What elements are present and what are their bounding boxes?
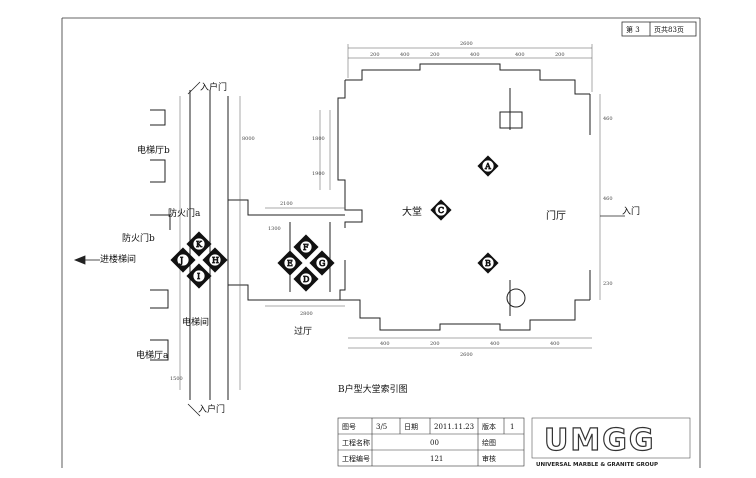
dim-mid-a: 2100 bbox=[280, 201, 293, 207]
marker-g: G bbox=[319, 259, 325, 268]
marker-i: I bbox=[197, 272, 200, 281]
dim-bot-a: 400 bbox=[380, 341, 390, 347]
label-elevator-b: 电梯厅b bbox=[137, 144, 170, 156]
tb-r1-c4: 2011.11.23 bbox=[434, 423, 474, 431]
dim-bot-d: 400 bbox=[550, 341, 560, 347]
tb-r3-c2: 121 bbox=[430, 455, 443, 463]
marker-b: B bbox=[485, 259, 491, 268]
dim-bot-total: 2600 bbox=[460, 352, 473, 358]
marker-a: A bbox=[484, 162, 491, 171]
drawing-frame bbox=[61, 17, 701, 468]
marker-e: E bbox=[287, 259, 293, 268]
logo-mark: UMGG bbox=[544, 423, 655, 458]
marker-h: H bbox=[212, 256, 219, 265]
tb-r1-c3: 日期 bbox=[404, 423, 418, 431]
dim-col-b: 1500 bbox=[170, 376, 183, 382]
dim-mid-c: 1300 bbox=[268, 226, 281, 232]
dim-bot-b: 200 bbox=[430, 341, 440, 347]
marker-f: F bbox=[303, 243, 309, 252]
label-entry-top: 入户门 bbox=[200, 81, 227, 93]
dim-top-b: 400 bbox=[400, 52, 410, 58]
dimension-lines bbox=[179, 44, 601, 390]
marker-d: D bbox=[303, 275, 309, 284]
dim-top-f: 200 bbox=[555, 52, 565, 58]
dim-mid-b: 2800 bbox=[300, 311, 313, 317]
label-hall: 大堂 bbox=[402, 205, 422, 218]
tb-r2-c3: 绘图 bbox=[482, 438, 496, 447]
tb-r3-c3: 审核 bbox=[482, 454, 496, 463]
label-entry-right: 入门 bbox=[622, 205, 640, 217]
tb-r1-c2: 3/5 bbox=[376, 423, 387, 431]
index-markers: A B C F E G D K J H I bbox=[170, 155, 499, 292]
label-fire-door-a: 防火门a bbox=[168, 207, 201, 219]
dim-left-a: 1800 bbox=[312, 136, 325, 142]
label-foyer: 门厅 bbox=[546, 209, 566, 222]
label-entry-bottom: 入户门 bbox=[198, 403, 225, 415]
tb-r1-c1: 图号 bbox=[342, 423, 356, 431]
label-fire-door-b: 防火门b bbox=[122, 232, 155, 244]
dim-right-a: 460 bbox=[603, 116, 613, 122]
tb-r2-c1: 工程名称 bbox=[342, 438, 370, 447]
label-mech-room: 电梯间 bbox=[182, 316, 209, 328]
label-stair: 进楼梯间 bbox=[100, 253, 136, 265]
tb-r1-c6: 1 bbox=[510, 423, 514, 431]
dim-top-e: 400 bbox=[515, 52, 525, 58]
logo-tagline: UNIVERSAL MARBLE & GRANITE GROUP bbox=[536, 462, 658, 468]
dim-right-b: 460 bbox=[603, 196, 613, 202]
sheet-number: 第 3 bbox=[626, 25, 640, 34]
tb-r3-c1: 工程编号 bbox=[342, 454, 370, 463]
dim-top-total: 2600 bbox=[460, 41, 473, 47]
entry-arrows bbox=[73, 81, 625, 417]
marker-k: K bbox=[196, 240, 203, 249]
dim-top-c: 200 bbox=[430, 52, 440, 58]
label-corridor: 过厅 bbox=[294, 325, 312, 337]
marker-j: J bbox=[179, 256, 183, 265]
dim-top-d: 400 bbox=[470, 52, 480, 58]
title-block bbox=[337, 417, 525, 467]
label-elevator-a: 电梯厅a bbox=[136, 349, 169, 361]
dim-col-a: 8000 bbox=[242, 136, 255, 142]
tb-r2-c2: 00 bbox=[430, 439, 439, 447]
sheet-total: 页共83页 bbox=[654, 25, 684, 34]
hall-walls bbox=[337, 63, 591, 331]
marker-c: C bbox=[438, 206, 444, 215]
tb-r1-c5: 版本 bbox=[482, 422, 496, 431]
dim-bot-c: 400 bbox=[490, 341, 500, 347]
dim-top-a: 200 bbox=[370, 52, 380, 58]
dim-right-c: 230 bbox=[603, 281, 613, 287]
umgg-logo: UMGG bbox=[531, 417, 691, 459]
drawing-caption: B户型大堂索引图 bbox=[338, 383, 408, 395]
dim-left-b: 1900 bbox=[312, 171, 325, 177]
